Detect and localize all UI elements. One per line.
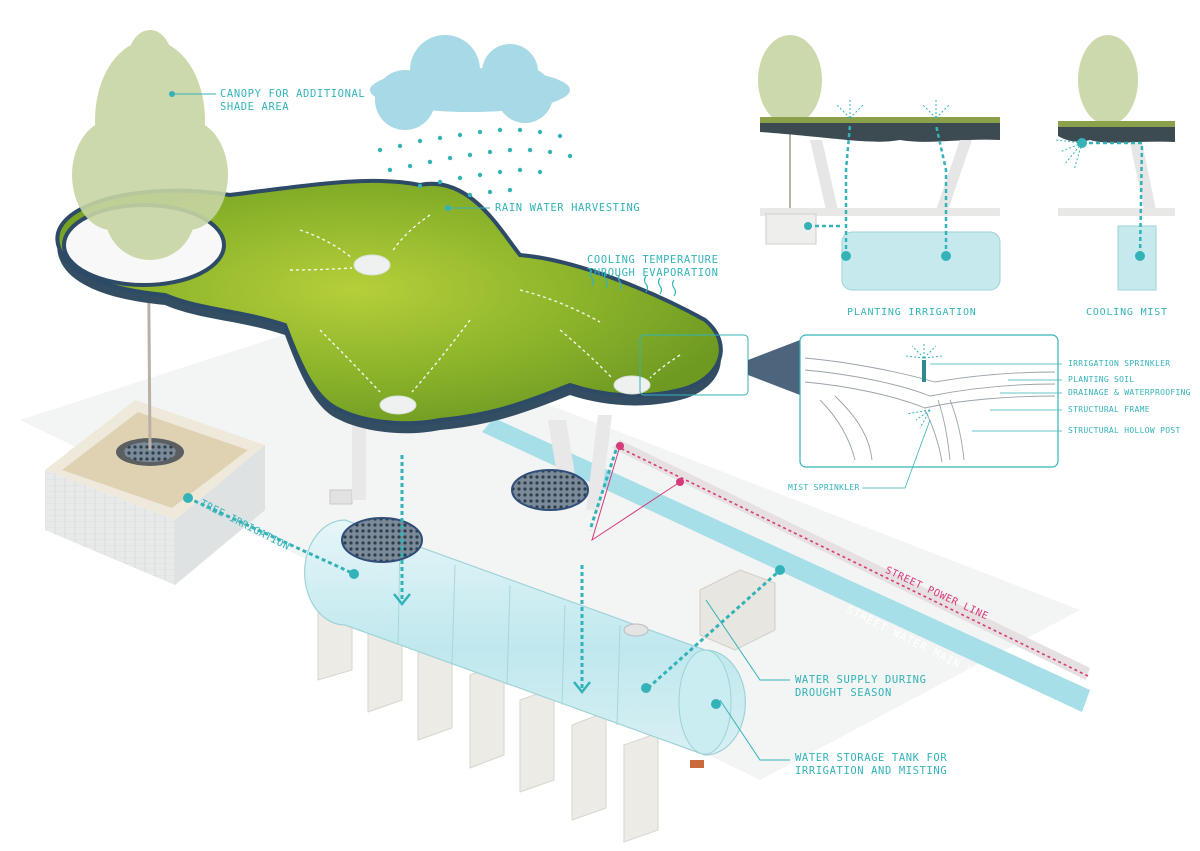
- water-storage-tank: [304, 489, 746, 768]
- planting-soil-label: PLANTING SOIL: [1068, 375, 1135, 384]
- flow-dots: [169, 91, 785, 709]
- section-cooling-mist: [1055, 35, 1175, 291]
- structural-frame-label: STRUCTURAL FRAME: [1068, 405, 1150, 414]
- cooling-temperature-label: COOLING TEMPERATURE THROUGH EVAPORATION: [587, 254, 719, 279]
- canopy-label: CANOPY FOR ADDITIONAL SHADE AREA: [220, 88, 366, 113]
- drain-grate-left: [341, 517, 423, 563]
- detail-leaders: [862, 363, 1062, 489]
- street-power-line-conduit: [612, 440, 1090, 680]
- section-planting-irrigation: [758, 35, 1001, 291]
- mist-sprinkler-label: MIST SPRINKLER: [788, 483, 860, 492]
- water-supply-label: WATER SUPPLY DURING DROUGHT SEASON: [795, 674, 927, 699]
- detail-section-drawing: [804, 357, 1056, 463]
- power-dots: [616, 442, 684, 486]
- tree-planter-box: [45, 400, 265, 585]
- irrigation-sprinkler-label: IRRIGATION SPRINKLER: [1068, 359, 1171, 368]
- cooling-mist-title: COOLING MIST: [1086, 307, 1168, 318]
- detail-callout-pointer: [748, 340, 800, 395]
- flow-arrows: [187, 449, 779, 690]
- planting-irrigation-title: PLANTING IRRIGATION: [847, 307, 977, 318]
- detail-irrigation-sprinkler-pipe: [922, 360, 926, 382]
- drainage-waterproofing-label: DRAINAGE & WATERPROOFING: [1068, 388, 1191, 397]
- detail-section-box: [799, 334, 1059, 468]
- ground-plane: [20, 320, 1080, 780]
- flow-arrowheads: [393, 593, 591, 695]
- water-storage-tank-label: WATER STORAGE TANK FOR IRRIGATION AND MI…: [795, 752, 948, 777]
- structural-hollow-post-label: STRUCTURAL HOLLOW POST: [1068, 426, 1181, 435]
- rain-cloud: [370, 35, 570, 130]
- detail-sprinkler-spray: [905, 342, 943, 429]
- street-water-main-pipe: [482, 418, 1090, 712]
- rain-water-harvesting-label: RAIN WATER HARVESTING: [495, 202, 641, 214]
- raindrops: [377, 127, 573, 198]
- evaporation-waves: [589, 269, 677, 297]
- power-connections: [591, 445, 681, 542]
- drought-supply-valve-box: [699, 569, 776, 651]
- tree-foliage: [72, 30, 228, 260]
- annotation-leaders: [172, 93, 790, 761]
- drain-grate-right: [511, 469, 589, 511]
